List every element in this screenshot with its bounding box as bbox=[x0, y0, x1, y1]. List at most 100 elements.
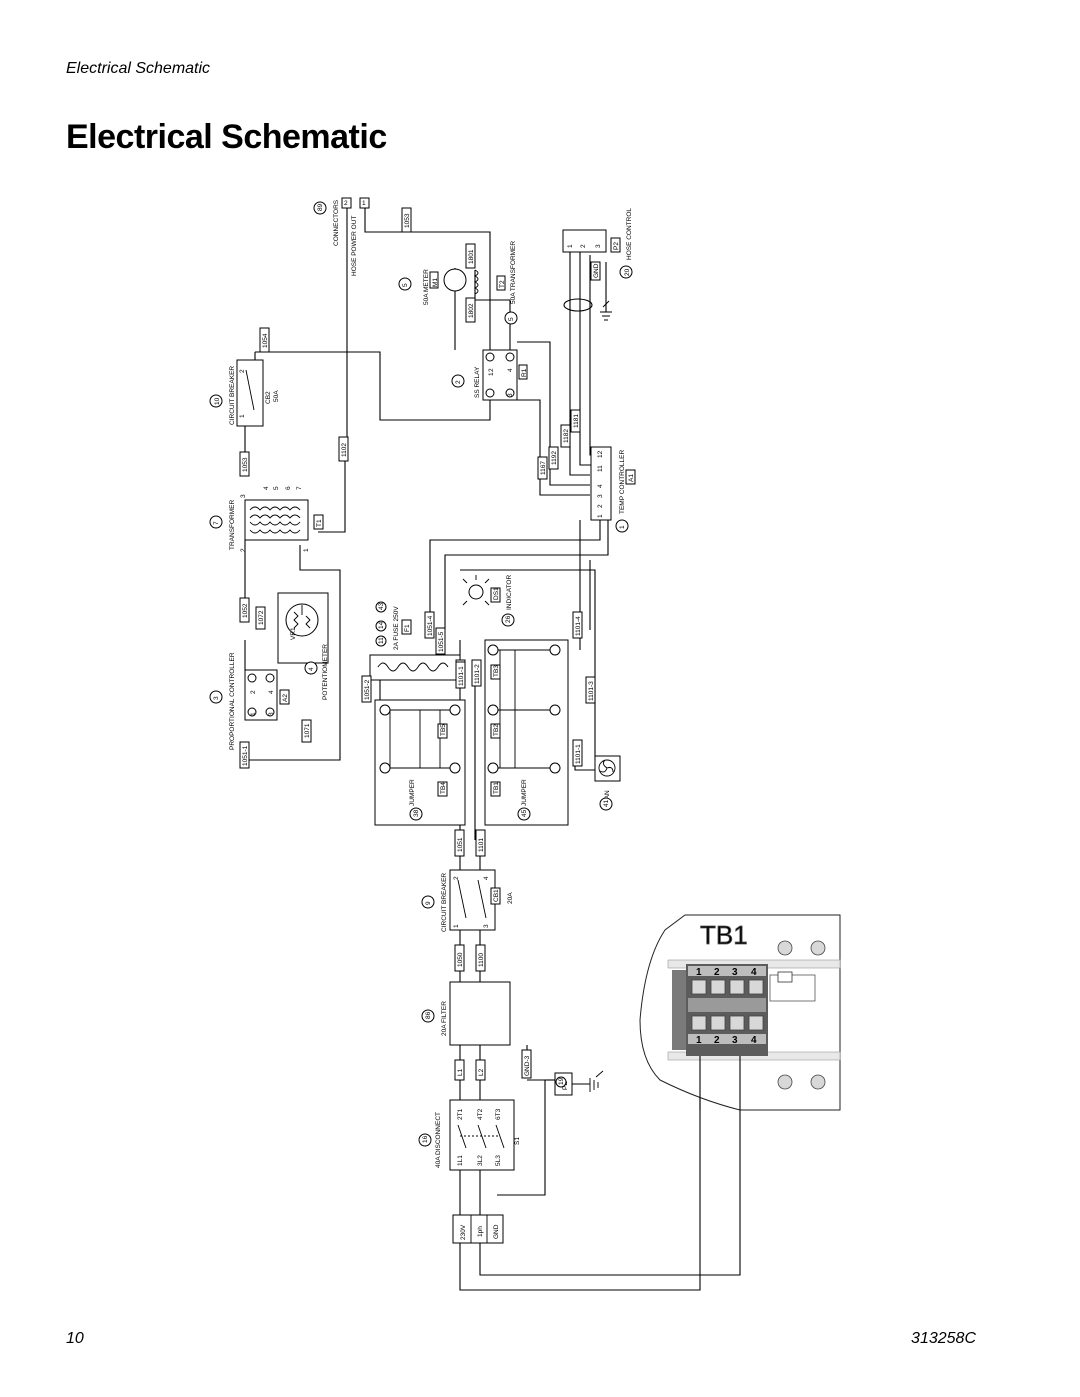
hose-control-callout: 20 bbox=[624, 268, 631, 276]
temp-wire-1181: 1181 bbox=[573, 414, 580, 428]
filter-callout: 86 bbox=[425, 1011, 432, 1019]
cb2-pin-1: 1 bbox=[239, 414, 246, 418]
a2-pin-2: 2 bbox=[250, 690, 257, 694]
document-number: 313258C bbox=[911, 1330, 976, 1347]
ss-relay-label: SS RELAY bbox=[474, 366, 481, 398]
cb1-label: CIRCUIT BREAKER bbox=[441, 873, 448, 932]
fan: FAN 41 bbox=[594, 755, 621, 811]
connectors: 2 1 89 CONNECTORS HOSE POWER OUT 1053 bbox=[313, 197, 412, 276]
fan-callout: 41 bbox=[603, 799, 610, 807]
filter-wire-l2: L2 bbox=[478, 1068, 485, 1076]
a2-pin-3: 3 bbox=[268, 712, 275, 716]
fuse-label: 2A FUSE 250V bbox=[393, 606, 400, 650]
jumper-right: TB3 TB2 TB1 JUMPER 45 1101-1 1101-2 1101… bbox=[455, 611, 596, 826]
proportional-controller: 2 1 4 3 A2 PROPORTIONAL CONTROLLER 3 105… bbox=[209, 606, 312, 769]
cb1-pin-1: 1 bbox=[453, 924, 460, 928]
hose-power-out-label: HOSE POWER OUT bbox=[351, 216, 358, 276]
jumper-right-callout: 45 bbox=[521, 809, 528, 817]
connectors-callout-circle bbox=[313, 201, 327, 215]
hose-control-pin-3: 3 bbox=[595, 244, 602, 248]
vr1-ref: VR1 bbox=[290, 627, 297, 640]
tb1-bottom-num-4: 4 bbox=[751, 1035, 757, 1046]
disconnect-3l2: 3L2 bbox=[477, 1155, 484, 1166]
hose-control-pin-2: 2 bbox=[580, 244, 587, 248]
fuse-wire-4: 1051-5 bbox=[438, 631, 445, 652]
cb1-pin-2: 2 bbox=[453, 876, 460, 880]
jumper-right-wire-1101-4: 1101-4 bbox=[575, 616, 582, 636]
indicator-ds1: DS1 INDICATOR 26 bbox=[462, 575, 515, 627]
hose-transformer-wire-top: 1801 bbox=[468, 249, 475, 264]
jumper-right-ref-tb2: TB2 bbox=[493, 724, 500, 736]
temp-controller-ref: A1 bbox=[628, 474, 635, 482]
connectors-wire-label: 1053 bbox=[404, 213, 411, 228]
t1-ref: T1 bbox=[316, 519, 323, 527]
hose-control-label: HOSE CONTROL bbox=[626, 208, 633, 260]
temp-controller-callout: 1 bbox=[619, 525, 626, 529]
t1-pin-5: 5 bbox=[273, 486, 280, 490]
filter-wire-gnd: GND-3 bbox=[524, 1055, 531, 1076]
jumper-left-label: JUMPER bbox=[409, 779, 416, 806]
running-header: Electrical Schematic bbox=[66, 60, 211, 77]
pe-callout: 19 bbox=[558, 1077, 565, 1085]
a2-pin-1: 1 bbox=[250, 712, 257, 716]
ss-relay-callout: 2 bbox=[455, 380, 462, 384]
temp-pin-1: 1 bbox=[597, 514, 604, 518]
t1-pin-6: 6 bbox=[285, 486, 292, 490]
tb1-top-num-4: 4 bbox=[751, 967, 757, 978]
disconnect-5l3: 5L3 bbox=[495, 1155, 502, 1166]
disconnect-callout: 16 bbox=[422, 1135, 429, 1143]
jumper-right-ref-tb3: TB3 bbox=[493, 665, 500, 677]
temp-pin-4: 4 bbox=[597, 484, 604, 488]
tb1-top-num-2: 2 bbox=[714, 967, 720, 978]
potentiometer: VR1 POTENTIOMETER 4 bbox=[277, 592, 329, 700]
temp-controller: 12 11 4 3 2 1 A1 TEMP CONTROLLER 1 1181 … bbox=[537, 409, 636, 533]
ss-relay-pin-2: 2 bbox=[488, 368, 495, 372]
cb1-wire-1050: 1050 bbox=[457, 952, 464, 967]
input-230v: 230V bbox=[460, 1224, 467, 1240]
disconnect-40a: 2T1 4T2 6T3 1L1 3L2 5L3 S1 40A DISCONNEC… bbox=[418, 1099, 521, 1171]
hose-transformer-label: 50A TRANSFORMER bbox=[510, 241, 517, 304]
filter-20a: 20A FILTER 86 L1 L2 GND-3 bbox=[421, 981, 532, 1081]
fuse-wire-3: 1051-4 bbox=[427, 615, 434, 636]
tb1-bottom-num-1: 1 bbox=[696, 1035, 702, 1046]
input-gnd: GND bbox=[493, 1224, 500, 1239]
t1-wire-right: 1102 bbox=[341, 443, 348, 457]
temp-pin-2: 2 bbox=[597, 504, 604, 508]
prop-controller-label: PROPORTIONAL CONTROLLER bbox=[229, 652, 236, 750]
disconnect-6t3: 6T3 bbox=[495, 1108, 502, 1120]
ss-relay: 1 2 3 4 R1 SS RELAY 2 bbox=[451, 349, 528, 401]
cb2-label: CIRCUIT BREAKER bbox=[229, 366, 236, 425]
cb1-wire-1101: 1101 bbox=[478, 838, 485, 852]
tb1-terminal-block-detail: TB1 1 2 3 4 1 2 3 4 bbox=[639, 914, 841, 1111]
hose-transformer-wire-bottom: 1802 bbox=[468, 303, 475, 318]
potentiometer-callout: 4 bbox=[308, 667, 315, 671]
cb2-wire-top: 1054 bbox=[262, 333, 269, 348]
temp-pin-3: 3 bbox=[597, 494, 604, 498]
tb1-top-num-3: 3 bbox=[732, 967, 738, 978]
t1-pin-7: 7 bbox=[296, 486, 303, 490]
a2-wire-bottom: 1071 bbox=[304, 723, 311, 738]
jumper-right-wire-1101-3: 1101-3 bbox=[588, 681, 595, 701]
a2-pin-4: 4 bbox=[268, 690, 275, 694]
cb2-rating: 50A bbox=[273, 390, 280, 402]
pe-label: PE bbox=[562, 1081, 569, 1090]
fuse-callout-43: 43 bbox=[378, 602, 385, 610]
circuit-breaker-cb1: 1051 1101 2 4 1 3 CB1 20A CIRCUIT BREAKE… bbox=[421, 829, 514, 972]
a2-wire-top: 1072 bbox=[258, 610, 265, 625]
transformer-t1: 3 2 4 5 6 7 1 T1 TRANSFORMER 7 1052 1102 bbox=[209, 436, 349, 623]
jumper-right-label: JUMPER bbox=[521, 779, 528, 806]
filter-wire-l1: L1 bbox=[457, 1068, 464, 1076]
hose-control: 1 2 3 P2 HOSE CONTROL GND 20 bbox=[562, 208, 633, 321]
ss-relay-pin-3: 3 bbox=[507, 393, 514, 397]
connectors-label: CONNECTORS bbox=[333, 199, 340, 246]
cb1-wire-1100: 1100 bbox=[478, 953, 485, 967]
ss-relay-pin-4: 4 bbox=[507, 368, 514, 372]
jumper-left-callout: 38 bbox=[413, 809, 420, 817]
a2-wire-left: 1051-1 bbox=[242, 745, 249, 766]
t1-pin-4: 4 bbox=[263, 486, 270, 490]
hose-transformer-callout: 5 bbox=[508, 317, 515, 321]
t1-callout: 7 bbox=[213, 521, 220, 525]
temp-wire-1192: 1192 bbox=[551, 451, 558, 465]
page-number: 10 bbox=[66, 1330, 84, 1347]
